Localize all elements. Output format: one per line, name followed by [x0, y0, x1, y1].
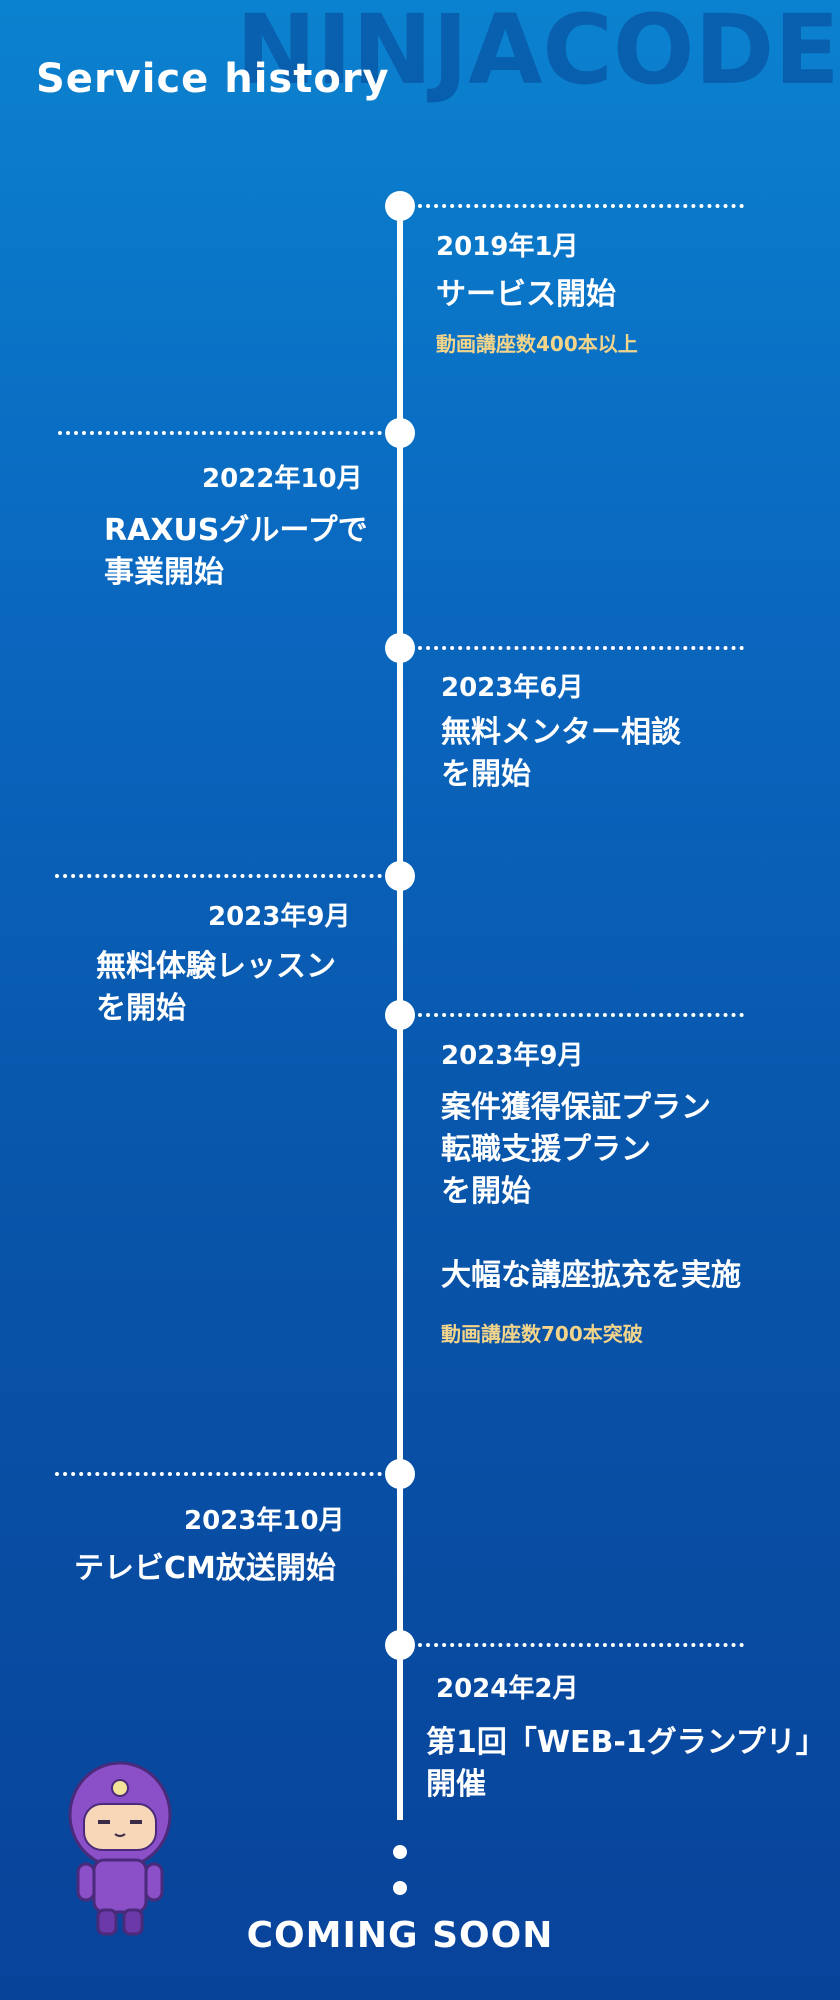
- event-title-line: 事業開始: [104, 555, 224, 590]
- timeline-dot: [385, 1000, 415, 1030]
- ninja-mascot-icon: [60, 1760, 180, 1940]
- timeline-connector: [58, 431, 382, 435]
- event-title: サービス開始: [436, 277, 616, 312]
- event-title-line: 開催: [426, 1767, 486, 1802]
- page-title: Service history: [36, 56, 390, 102]
- event-title-line: を開始: [441, 757, 531, 792]
- timeline-dot: [385, 861, 415, 891]
- event-note: 動画講座数700本突破: [441, 1322, 643, 1346]
- timeline-dot: [385, 1630, 415, 1660]
- timeline-connector: [55, 874, 382, 878]
- event-date: 2023年6月: [441, 673, 584, 703]
- timeline-connector: [418, 204, 744, 208]
- event-date: 2023年9月: [208, 902, 351, 932]
- event-title-line: を開始: [96, 991, 186, 1026]
- event-date: 2023年10月: [184, 1506, 345, 1536]
- event-title-line: 第1回「WEB-1グランプリ」: [426, 1725, 826, 1760]
- event-date: 2023年9月: [441, 1041, 584, 1071]
- event-title-line: RAXUSグループで: [104, 513, 368, 548]
- timeline-connector: [418, 646, 744, 650]
- timeline-dot: [385, 1459, 415, 1489]
- timeline-connector: [418, 1013, 744, 1017]
- timeline-dot: [385, 418, 415, 448]
- event-date: 2024年2月: [436, 1674, 579, 1704]
- event-title-line: 無料体験レッスン: [96, 949, 336, 984]
- event-date: 2019年1月: [436, 232, 579, 262]
- brand-logo-watermark: NINJACODE: [236, 0, 840, 106]
- event-title-line: 転職支援プラン: [441, 1132, 651, 1167]
- event-title: テレビCM放送開始: [74, 1551, 336, 1586]
- coming-soon-label: COMING SOON: [246, 1915, 554, 1956]
- timeline-connector: [418, 1643, 744, 1647]
- continuation-dot: [393, 1845, 407, 1859]
- continuation-dot: [393, 1881, 407, 1895]
- event-title-line: 大幅な講座拡充を実施: [441, 1258, 741, 1293]
- event-date: 2022年10月: [202, 464, 363, 494]
- event-note: 動画講座数400本以上: [436, 332, 638, 356]
- event-title-line: 案件獲得保証プラン: [441, 1090, 711, 1125]
- timeline-dot: [385, 633, 415, 663]
- event-title-line: を開始: [441, 1174, 531, 1209]
- timeline-connector: [55, 1472, 382, 1476]
- timeline-dot: [385, 191, 415, 221]
- event-title-line: 無料メンター相談: [441, 715, 681, 750]
